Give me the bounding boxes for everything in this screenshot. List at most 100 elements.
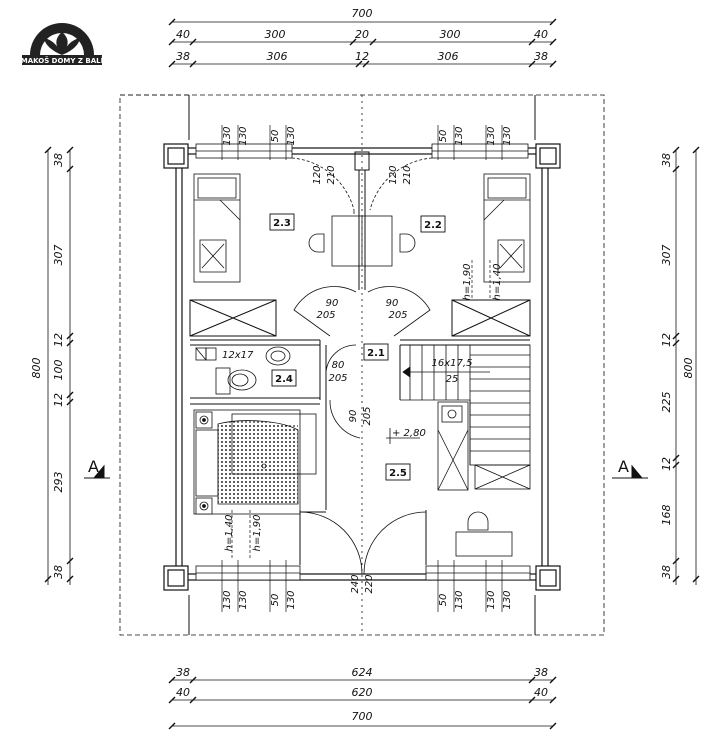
left-dim-f: 293 — [52, 472, 65, 493]
win-tl-2: 130 — [238, 126, 249, 145]
door-bath-h: 205 — [328, 373, 347, 384]
section-marker-left — [84, 464, 110, 479]
win-br-3: 130 — [486, 590, 497, 609]
left-dim-e: 12 — [52, 393, 65, 407]
bottom-dim-d: 40 — [176, 686, 190, 699]
left-dim-c: 12 — [52, 333, 65, 347]
right-dimensions — [672, 146, 700, 585]
win-bl-2: 130 — [238, 590, 249, 609]
top-dim-d: 300 — [440, 28, 461, 41]
door-mr-h: 205 — [388, 310, 407, 321]
win-tr-2: 130 — [454, 126, 465, 145]
section-label-right: A — [618, 457, 629, 476]
left-dim-b: 307 — [52, 245, 65, 266]
right-dim-e: 12 — [660, 457, 673, 471]
top-dim-h: 12 — [355, 50, 369, 63]
left-dim-d: 100 — [52, 360, 65, 381]
table-chairs — [308, 215, 416, 267]
level-value: + 2,80 — [392, 428, 426, 439]
stairs-count: 25 — [446, 374, 459, 385]
knee-wall — [188, 95, 536, 635]
win-br-1: 50 — [438, 594, 449, 607]
bottom-dim-a: 38 — [176, 666, 190, 679]
right-dim-c: 12 — [660, 333, 673, 347]
left-dim-g: 38 — [52, 565, 65, 579]
win-br-2: 130 — [454, 590, 465, 609]
height-right-b: h=1,40 — [492, 264, 503, 301]
win-br-4: 130 — [502, 590, 513, 609]
doors — [291, 157, 433, 575]
level-mark — [386, 428, 420, 444]
win-tr-1: 50 — [438, 130, 449, 143]
bottom-dim-total: 700 — [352, 710, 373, 723]
room-tags — [269, 213, 446, 481]
right-dim-d: 225 — [660, 392, 673, 413]
kitchen-unit — [437, 401, 513, 557]
win-tr-3: 130 — [486, 126, 497, 145]
door-ml-w: 90 — [326, 298, 339, 309]
right-dim-total: 800 — [682, 358, 695, 379]
vent-label: 12x17 — [222, 350, 254, 361]
door-hall-w: 90 — [348, 410, 359, 423]
left-dimensions — [44, 146, 74, 585]
window-label-ticks — [221, 125, 503, 612]
right-dim-g: 38 — [660, 565, 673, 579]
top-dim-j: 38 — [534, 50, 548, 63]
top-dim-g: 306 — [267, 50, 288, 63]
top-dim-total: 700 — [352, 7, 373, 20]
bottom-dimensions — [168, 676, 557, 730]
door-bottom-w: 240 — [350, 574, 361, 593]
top-dim-f: 38 — [176, 50, 190, 63]
bathroom-fixtures — [195, 346, 291, 395]
door-hall-h: 205 — [362, 406, 373, 425]
height-lines — [231, 260, 491, 560]
door-tl-h: 210 — [326, 165, 337, 184]
section-marker-right — [612, 464, 648, 479]
top-dim-b: 300 — [265, 28, 286, 41]
top-dim-i: 306 — [438, 50, 459, 63]
door-tr-w: 120 — [388, 165, 399, 184]
right-dim-b: 307 — [660, 245, 673, 266]
stairs — [400, 344, 531, 490]
height-left-a: h=1,40 — [224, 515, 235, 552]
bed-2-2 — [483, 173, 531, 283]
right-dim-f: 168 — [660, 505, 673, 526]
roof-outline — [119, 94, 605, 636]
win-tr-4: 130 — [502, 126, 513, 145]
door-mr-w: 90 — [386, 298, 399, 309]
win-bl-3: 50 — [270, 594, 281, 607]
right-dim-a: 38 — [660, 153, 673, 167]
logo-text: MAKOŠ DOMY Z BALÍ — [21, 56, 104, 65]
door-tl-w: 120 — [312, 165, 323, 184]
bottom-dim-b: 624 — [352, 666, 373, 679]
win-bl-4: 130 — [286, 590, 297, 609]
stairs-size: 16x17,5 — [432, 358, 473, 369]
bottom-dim-f: 40 — [534, 686, 548, 699]
win-tl-4: 130 — [286, 126, 297, 145]
left-dim-total: 800 — [30, 358, 43, 379]
double-bed — [193, 409, 317, 515]
top-dim-e: 40 — [534, 28, 548, 41]
win-tl-3: 50 — [270, 130, 281, 143]
room-2-3: 2.3 — [273, 218, 291, 229]
door-bottom-h: 220 — [364, 574, 375, 593]
section-label-left: A — [88, 457, 99, 476]
left-dim-a: 38 — [52, 153, 65, 167]
win-tl-1: 130 — [222, 126, 233, 145]
door-bath-w: 80 — [332, 360, 345, 371]
door-ml-h: 205 — [316, 310, 335, 321]
height-right-a: h=1,90 — [462, 264, 473, 301]
room-2-5: 2.5 — [389, 468, 407, 479]
top-dimensions — [168, 18, 557, 68]
room-2-1: 2.1 — [367, 348, 385, 359]
windows — [195, 143, 531, 581]
bed-2-3 — [193, 173, 241, 283]
bottom-dim-e: 620 — [352, 686, 373, 699]
bottom-dim-c: 38 — [534, 666, 548, 679]
logo: MAKOŠ DOMY Z BALÍ — [21, 23, 104, 65]
top-dim-a: 40 — [176, 28, 190, 41]
room-2-2: 2.2 — [424, 220, 442, 231]
height-left-b: h=1,90 — [252, 515, 263, 552]
door-tr-h: 210 — [402, 165, 413, 184]
